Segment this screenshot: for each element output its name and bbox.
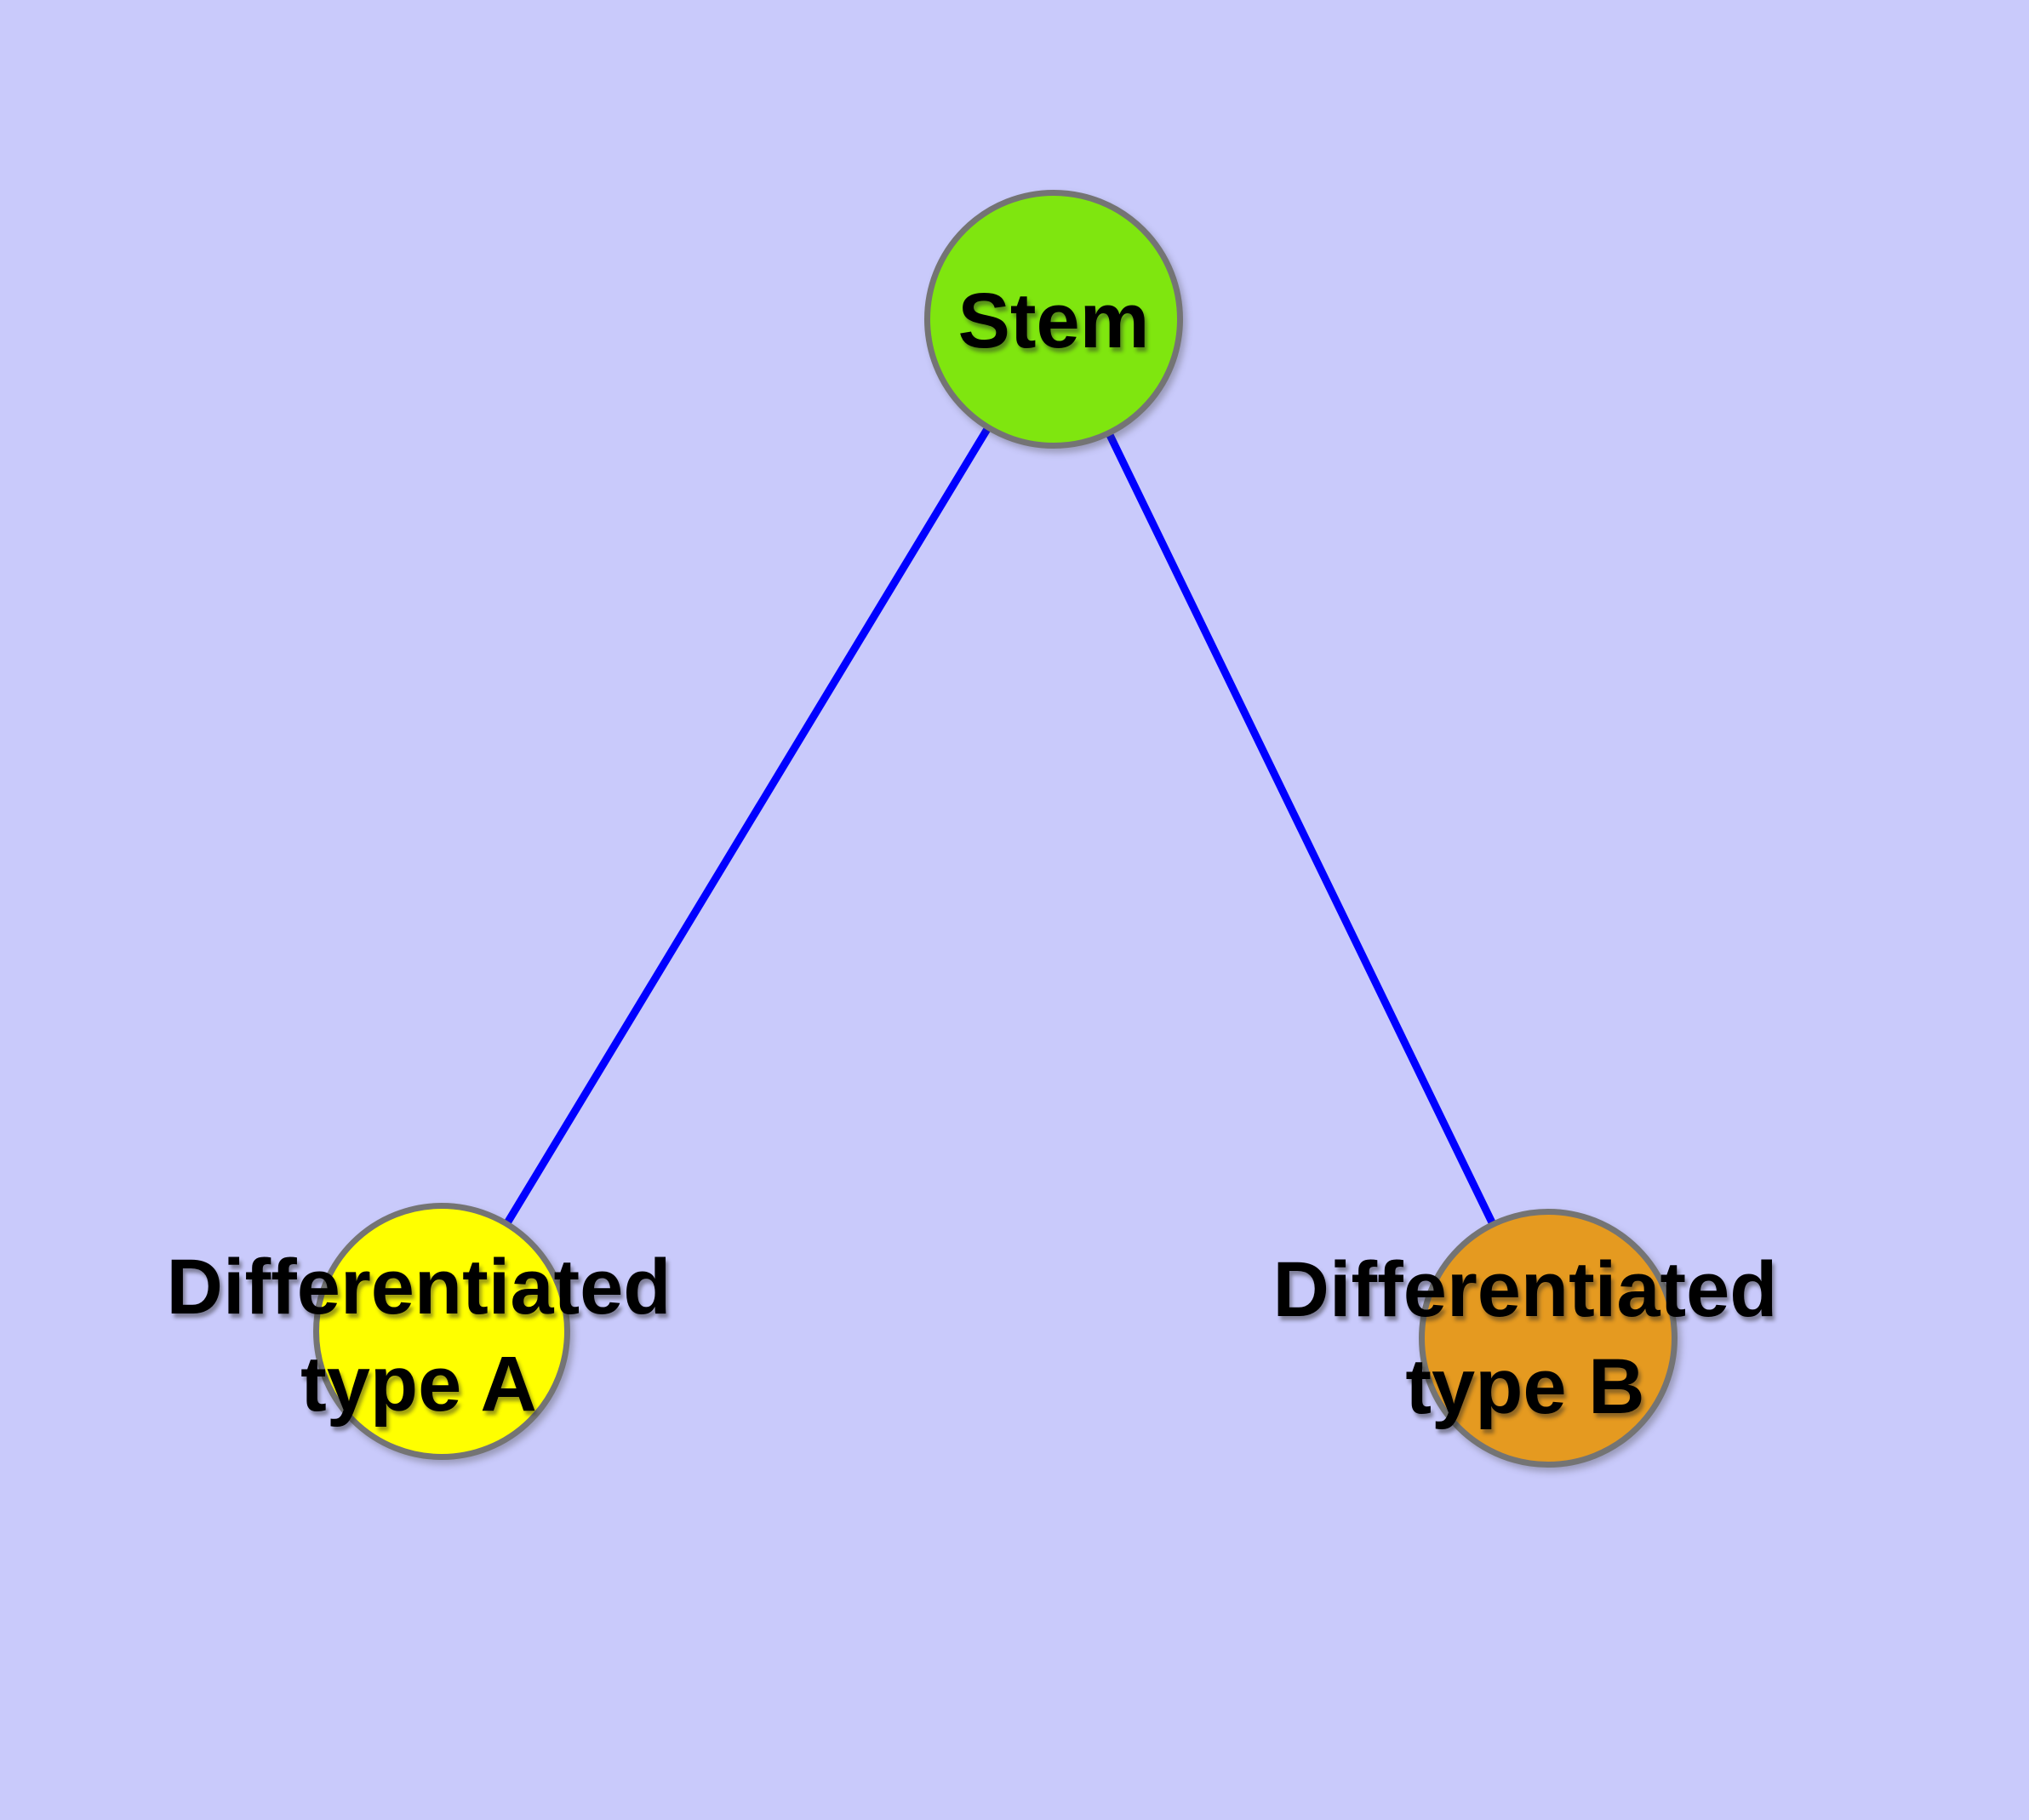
edge-stem-to-type-b — [1049, 318, 1552, 1340]
node-differentiated-type-b-circle[interactable] — [1419, 1209, 1677, 1468]
node-stem-circle[interactable] — [924, 190, 1183, 449]
node-differentiated-type-a-circle[interactable] — [313, 1203, 570, 1460]
edge-stem-to-type-a — [438, 317, 1057, 1334]
